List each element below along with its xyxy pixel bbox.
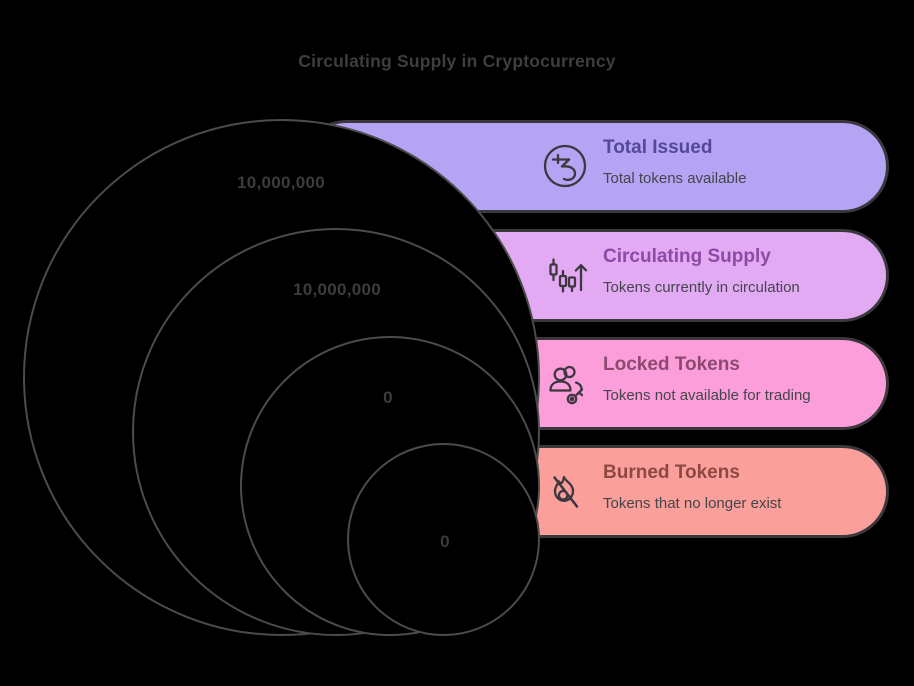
value-total-issued: 10,000,000	[236, 173, 326, 192]
tezos-coin-icon	[541, 142, 589, 190]
row-title: Burned Tokens	[603, 462, 740, 483]
value-burned-tokens: 0	[440, 532, 450, 551]
value-locked-tokens: 0	[383, 388, 393, 407]
row-description: Total tokens available	[603, 170, 747, 187]
row-text: Burned Tokens Tokens that no longer exis…	[603, 462, 781, 513]
candlestick-trend-up-icon	[541, 251, 589, 299]
row-description: Tokens currently in circulation	[603, 279, 800, 296]
row-title: Total Issued	[603, 137, 713, 158]
flame-off-icon	[541, 467, 589, 515]
page-title: Circulating Supply in Cryptocurrency	[298, 51, 616, 71]
row-title: Locked Tokens	[603, 354, 740, 375]
row-text: Locked Tokens Tokens not available for t…	[603, 354, 811, 405]
users-key-icon	[541, 359, 589, 407]
row-title: Circulating Supply	[603, 246, 771, 267]
row-description: Tokens not available for trading	[603, 387, 811, 404]
row-text: Circulating Supply Tokens currently in c…	[603, 246, 800, 297]
value-circulating-supply: 10,000,000	[292, 280, 382, 299]
row-description: Tokens that no longer exist	[603, 495, 782, 512]
row-text: Total Issued Total tokens available	[603, 137, 746, 188]
circle-burned-tokens	[347, 443, 540, 636]
